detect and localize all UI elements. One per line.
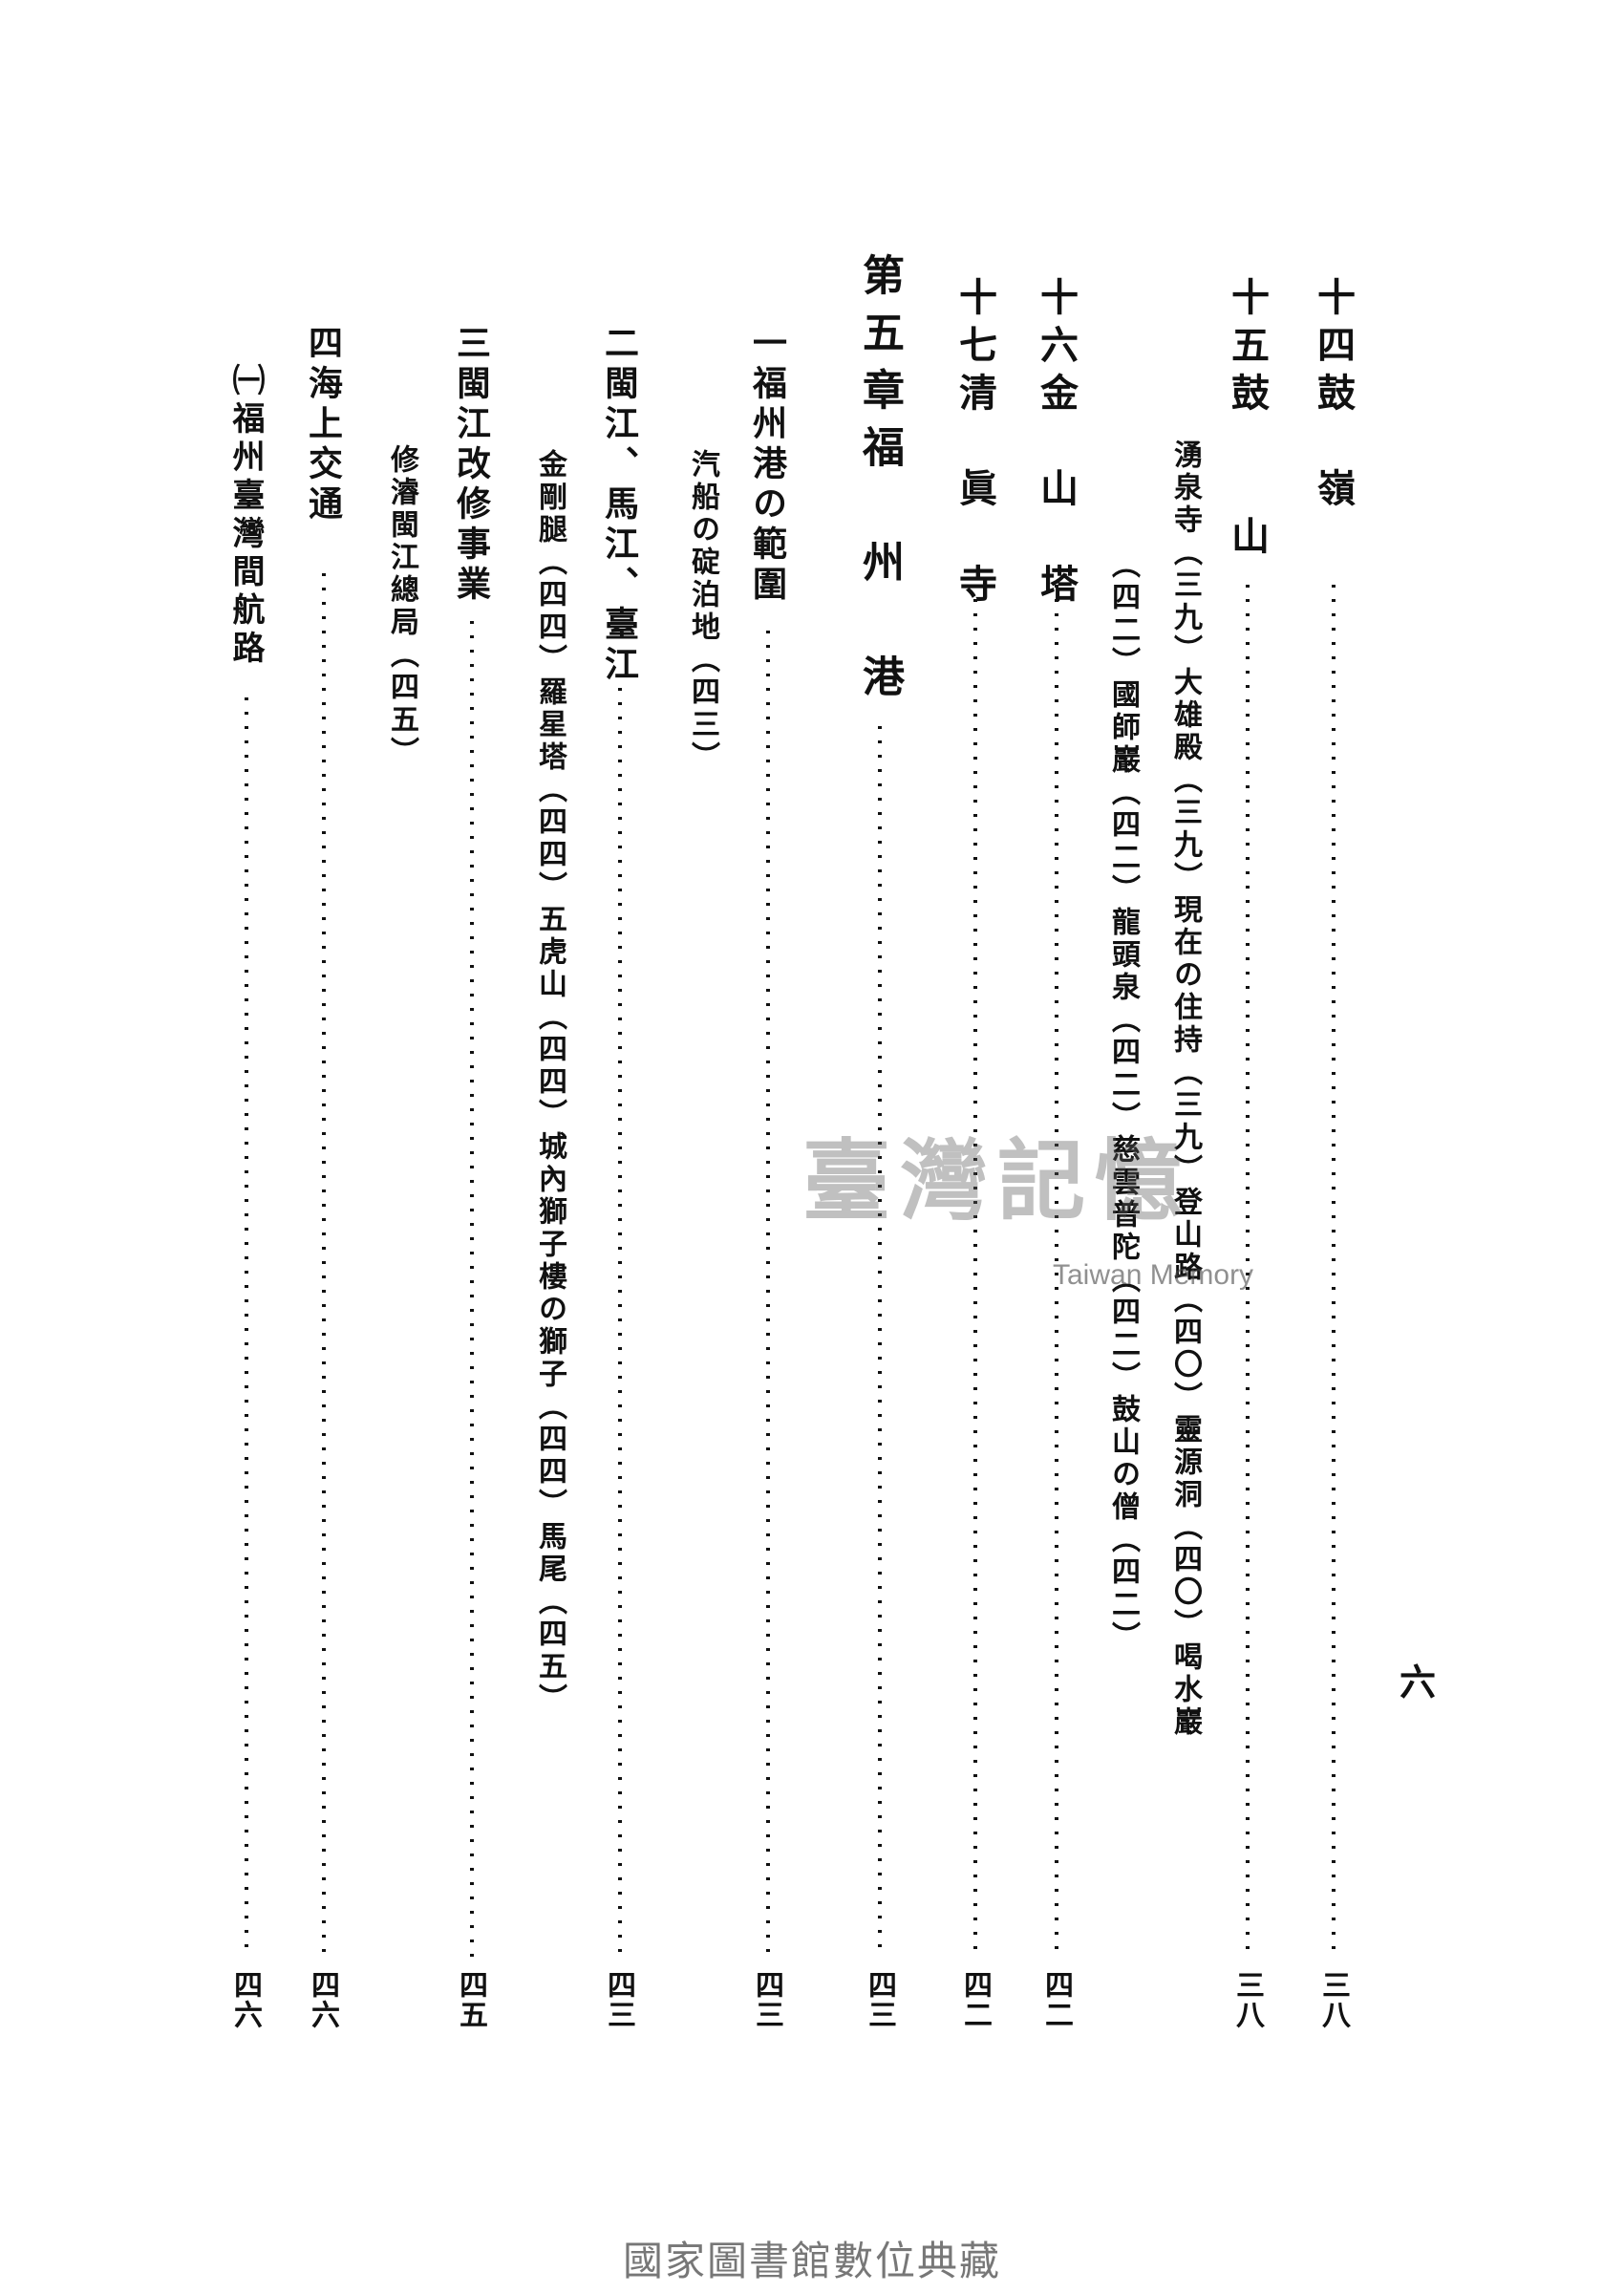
entry-title: 清 眞 寺 [952,373,997,611]
section-title: 福州港の範圍 [747,365,787,606]
entry-page: 四二 [958,1970,992,2029]
leader-dots [1055,585,1058,1961]
entry-page: 四六 [228,1970,262,2029]
entry-page: 三八 [1230,1970,1264,2029]
entry-number: 十四 [1311,277,1356,373]
leader-dots [766,631,770,1959]
chapter-heading[interactable]: 第五章福 州 港 [855,253,930,712]
sub-item[interactable]: 五虎山（四四） [533,904,566,1131]
sub-items-line: 修濬閩江總局（四五） [385,444,418,769]
section-number: 四 [303,325,343,365]
entry-title: 鼓 山 [1225,373,1270,564]
leader-dots [245,697,248,1959]
sub-item[interactable]: 龍頭泉（四二） [1106,907,1140,1134]
section-number: 一 [747,325,787,365]
subsection-title: 福州臺灣間航路 [226,401,265,669]
sub-item[interactable]: 鼓山の僧（四二） [1106,1394,1140,1654]
sub-item[interactable]: 汽船の碇泊地（四三） [686,449,719,774]
toc-subsection-1[interactable]: ㈠福州臺灣間航路 [226,363,271,669]
leader-dots [1332,585,1336,1961]
entry-page: 四三 [863,1970,896,2029]
subsection-number: ㈠ [226,363,265,401]
section-title: 閩江改修事業 [451,365,491,606]
entry-page: 三八 [1316,1970,1350,2029]
toc-entry-16[interactable]: 十六金 山 塔 [1034,277,1096,611]
sub-item[interactable]: 登山路（四〇） [1168,1187,1202,1414]
entry-title: 金 山 塔 [1034,373,1079,611]
sub-item[interactable]: 馬尾（四五） [533,1521,566,1716]
page-number: 六 [1400,1661,1437,1704]
leader-dots [322,573,326,1959]
sub-items-line: 汽船の碇泊地（四三） [686,449,719,774]
footer-archive-label: 國家圖書館數位典藏 [622,2238,1001,2284]
leader-dots [973,585,977,1961]
entry-page: 四二 [1039,1970,1073,2029]
sub-item[interactable]: 湧泉寺（三九） [1168,439,1202,667]
entry-page: 四六 [306,1970,339,2029]
toc-entry-14[interactable]: 十四鼓 嶺 [1311,277,1373,516]
entry-number: 十七 [952,277,997,373]
toc-entry-17[interactable]: 十七清 眞 寺 [952,277,1015,611]
entry-number: 十六 [1034,277,1079,373]
toc-section-2[interactable]: 二閩江、馬江、臺江 [599,325,661,686]
sub-item[interactable]: 城內獅子樓の獅子（四四） [533,1131,566,1521]
sub-item[interactable]: 慈雲普陀（四二） [1106,1134,1140,1394]
sub-item[interactable]: （四二） [1106,549,1140,679]
sub-item[interactable]: 金剛腿（四四） [533,449,566,676]
toc-section-1[interactable]: 一福州港の範圍 [747,325,809,606]
section-title: 海上交通 [303,365,343,525]
section-title: 閩江、馬江、臺江 [599,365,639,686]
sub-item[interactable]: 大雄殿（三九） [1168,667,1202,894]
entry-page: 四三 [750,1970,783,2029]
leader-dots [1246,585,1250,1961]
section-number: 二 [599,325,639,365]
chapter-number: 第五章 [855,253,904,425]
sub-item[interactable]: 羅星塔（四四） [533,676,566,904]
sub-item[interactable]: 靈源洞（四〇） [1168,1414,1202,1641]
entry-page: 四五 [454,1970,487,2029]
entry-page: 四三 [602,1970,635,2029]
sub-items-line: （四二）國師巖（四二）龍頭泉（四二）慈雲普陀（四二）鼓山の僧（四二） [1106,549,1181,1654]
entry-title: 鼓 嶺 [1311,373,1356,516]
sub-item[interactable]: 喝水巖 [1168,1641,1202,1739]
leader-dots [618,688,622,1959]
toc-entry-15[interactable]: 十五鼓 山 [1225,277,1287,564]
section-number: 三 [451,325,491,365]
sub-item[interactable]: 修濬閩江總局（四五） [385,444,418,769]
chapter-title: 福 州 港 [855,425,904,712]
entry-number: 十五 [1225,277,1270,373]
leader-dots [878,726,882,1959]
sub-item[interactable]: 現在の住持（三九） [1168,894,1202,1187]
sub-items-line: 湧泉寺（三九）大雄殿（三九）現在の住持（三九）登山路（四〇）靈源洞（四〇）喝水巖 [1168,439,1243,1739]
sub-item[interactable]: 國師巖（四二） [1106,679,1140,907]
toc-section-3[interactable]: 三閩江改修事業 [451,325,513,606]
toc-section-4[interactable]: 四海上交通 [303,325,365,525]
leader-dots [470,621,474,1959]
sub-items-line: 金剛腿（四四）羅星塔（四四）五虎山（四四）城內獅子樓の獅子（四四）馬尾（四五） [533,449,608,1716]
